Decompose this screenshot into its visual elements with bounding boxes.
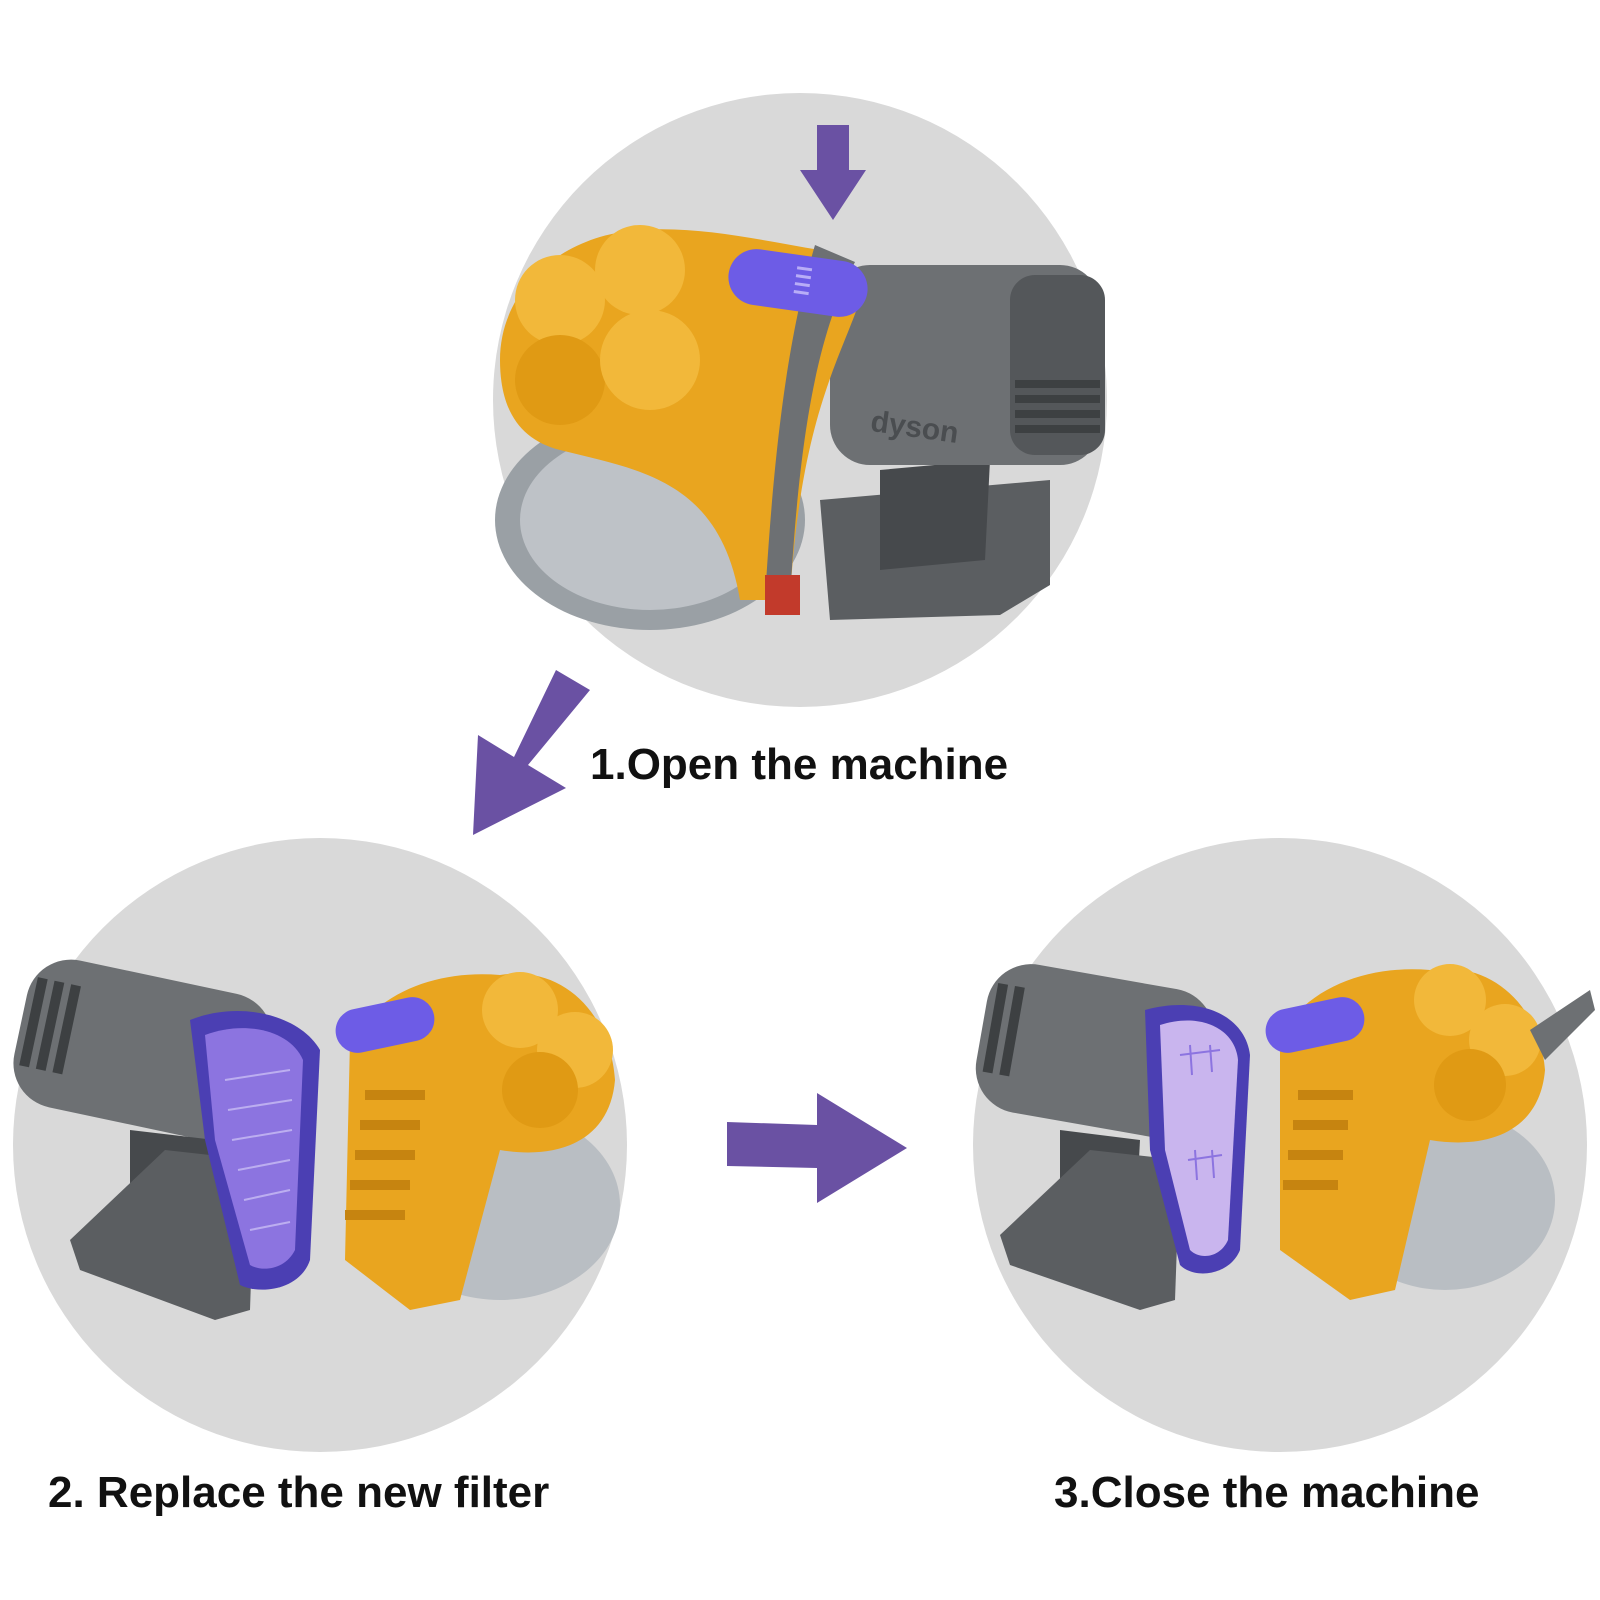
vacuum-open-old-filter-illustration <box>13 959 620 1320</box>
vacuum-closed-illustration: dyson <box>495 225 1105 630</box>
down-arrow-icon <box>800 125 866 220</box>
new-filter <box>1160 1020 1238 1256</box>
step-2-photo <box>13 838 627 1452</box>
step-1-photo: dyson <box>493 93 1107 707</box>
step-3-photo <box>973 838 1595 1452</box>
step-2-label: 2. Replace the new filter <box>48 1468 550 1517</box>
vacuum-new-filter-illustration <box>975 964 1595 1310</box>
old-filter <box>205 1028 303 1269</box>
diagonal-arrow-icon <box>473 670 590 835</box>
step-3-label: 3.Close the machine <box>1054 1468 1480 1517</box>
right-arrow-icon <box>727 1093 907 1203</box>
step-1-label: 1.Open the machine <box>590 740 1009 789</box>
